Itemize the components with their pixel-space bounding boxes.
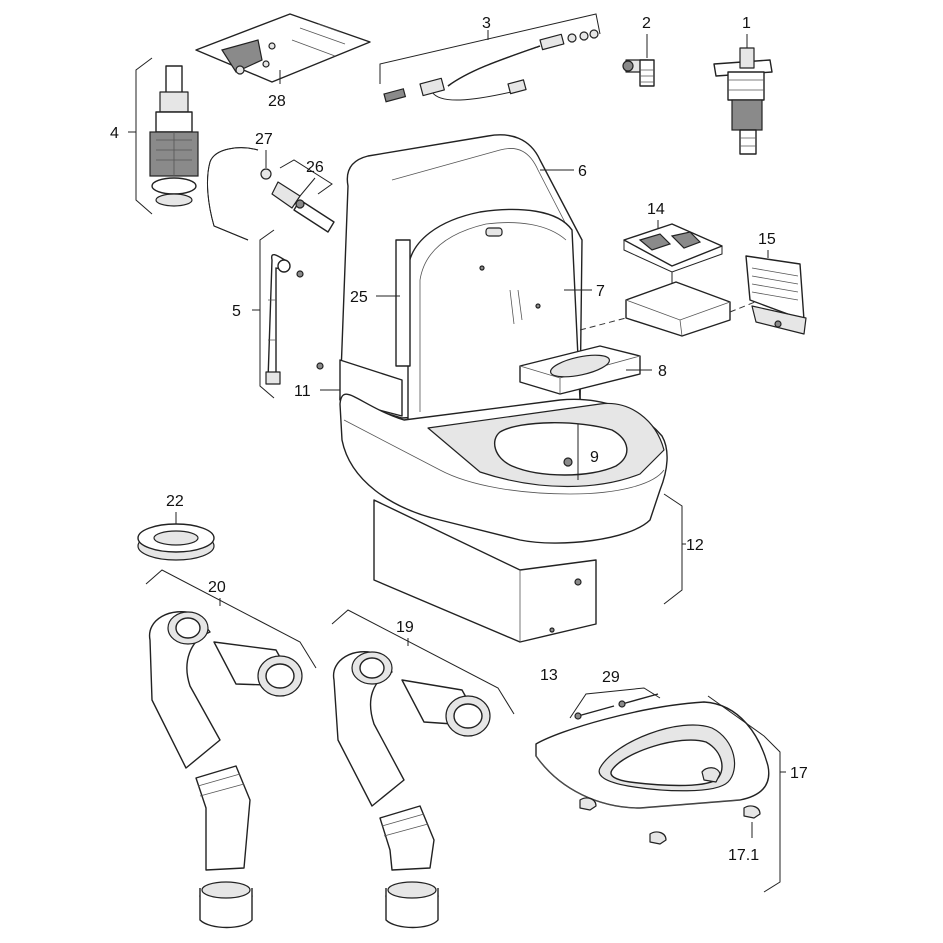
callout-9: 9 [590, 449, 599, 466]
callout-3: 3 [482, 15, 491, 32]
part-28-parts-pack: 28 [195, 13, 371, 110]
part-14-detergent-tray: 14 [579, 201, 761, 337]
callout-29: 29 [602, 669, 620, 686]
callout-11: 11 [294, 383, 311, 400]
part-1-fill-valve: 1 [713, 15, 773, 155]
callout-12: 12 [686, 537, 704, 554]
callout-25: 25 [350, 289, 368, 306]
callout-14: 14 [647, 201, 665, 218]
part-25-side-panel: 25 [350, 239, 411, 367]
part-4-flush-valve: 4 [110, 57, 199, 215]
callout-22: 22 [166, 493, 184, 510]
part-29-fixing-screws: 29 [569, 669, 661, 720]
part-12-toilet-bowl: 9 12 [339, 393, 704, 605]
callout-17: 17 [790, 765, 808, 782]
part-20-drain-set: 20 [145, 569, 317, 929]
part-22-seal-ring: 22 [137, 493, 215, 561]
part-8-tray: 8 [519, 345, 667, 395]
callout-27: 27 [255, 131, 273, 148]
part-3-hose-set: 3 [379, 13, 601, 103]
part-27-overflow-hose: 27 [206, 131, 273, 241]
part-26-fixing-bracket: 26 [271, 159, 335, 233]
callout-4: 4 [110, 125, 119, 142]
callout-1: 1 [742, 15, 751, 32]
callout-19: 19 [396, 619, 414, 636]
part-19-drain-set: 19 [331, 609, 515, 929]
part-13-pedestal: 13 [373, 499, 597, 684]
part-17-seat: 17 17.1 [535, 695, 808, 893]
callout-8: 8 [658, 363, 667, 380]
callout-5: 5 [232, 303, 241, 320]
part-2-angle-valve: 2 [622, 15, 655, 87]
part-15-vent-grill: 15 [745, 231, 807, 335]
callout-2: 2 [642, 15, 651, 32]
callout-20: 20 [208, 579, 226, 596]
callout-15: 15 [758, 231, 776, 248]
callout-17-1: 17.1 [728, 847, 759, 864]
part-5-connection-pipe: 5 [232, 229, 304, 399]
callout-28: 28 [268, 93, 286, 110]
callout-26: 26 [306, 159, 324, 176]
callout-13: 13 [540, 667, 558, 684]
callout-7: 7 [596, 283, 605, 300]
callout-6: 6 [578, 163, 587, 180]
